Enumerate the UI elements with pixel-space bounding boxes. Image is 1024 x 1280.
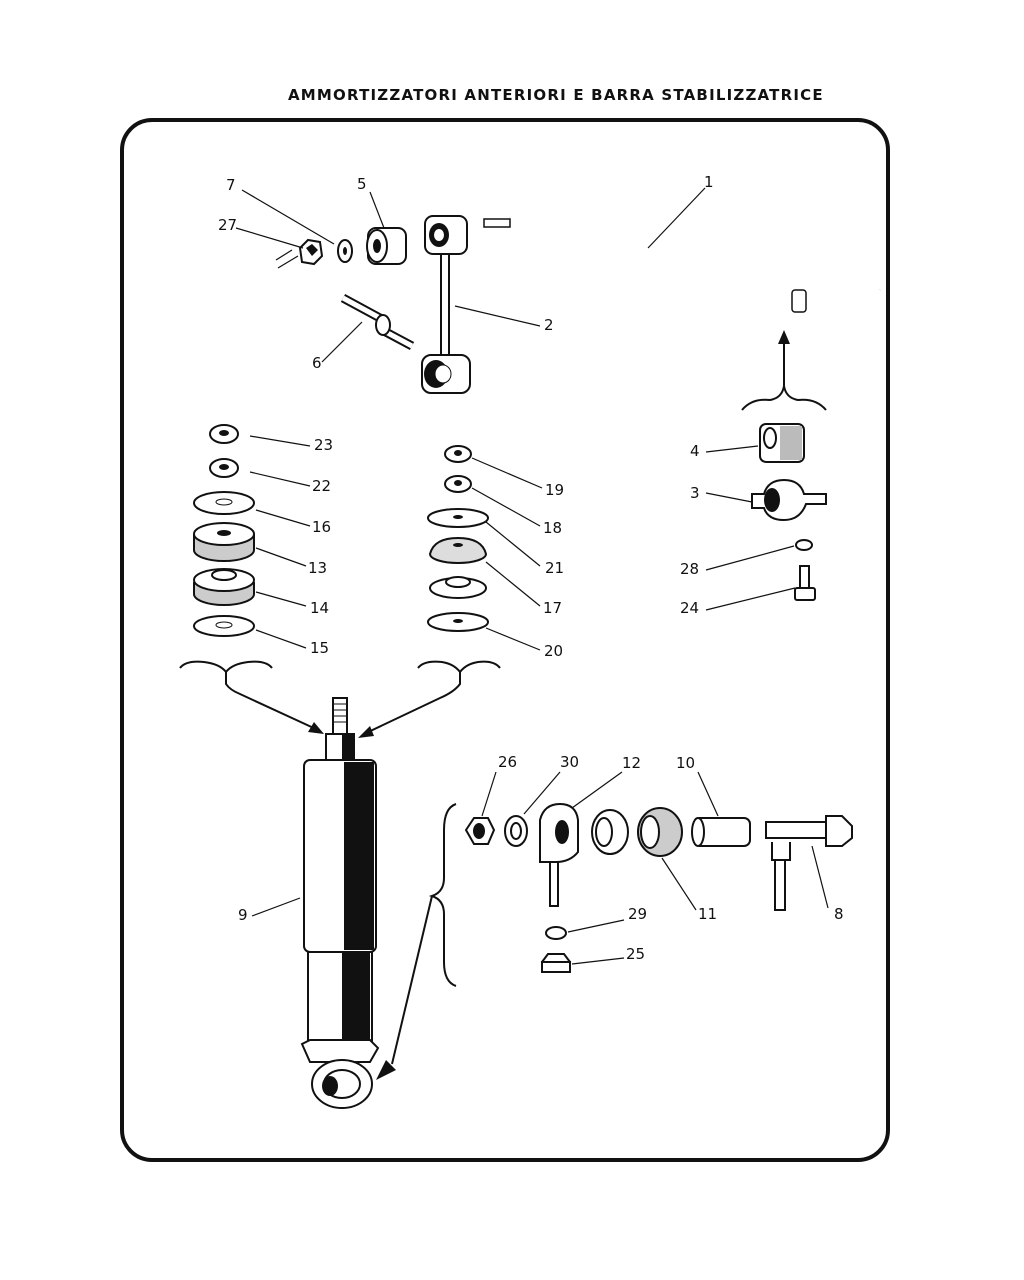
lock-washer-29 [545,926,567,940]
label-27: 27 [218,216,237,234]
lower-mount-leader [391,895,433,1065]
bracket-brace [741,385,827,411]
cotter-pin [275,249,299,269]
page-title: AMMORTIZZATORI ANTERIORI E BARRA STABILI… [288,86,824,104]
leader-lines-lower [481,771,829,965]
label-9: 9 [238,906,248,924]
leader-9 [251,897,301,917]
label-18: 18 [543,519,562,537]
label-28: 28 [680,560,699,578]
label-8: 8 [834,905,844,923]
label-3: 3 [690,484,700,502]
lock-washer-28 [795,539,813,551]
clamp-3 [751,478,827,522]
rubber-bush-pair [591,807,683,857]
label-19: 19 [545,481,564,499]
label-10: 10 [676,754,695,772]
nut-25 [540,953,572,973]
middle-brace [417,660,501,674]
shock-absorber [300,697,380,1109]
middle-mount-stack [427,445,489,632]
part-labels: 1 2 3 4 5 6 7 8 9 10 11 12 13 14 15 16 1… [218,173,844,963]
label-24: 24 [680,599,699,617]
label-21: 21 [545,559,564,577]
nut-26 [464,817,496,845]
left-brace [179,660,273,674]
lock-washer-30 [504,815,528,847]
label-13: 13 [308,559,327,577]
leader-lines-right [705,445,796,611]
label-4: 4 [690,442,700,460]
arrow-up [778,330,790,344]
label-16: 16 [312,518,331,536]
leader-lines-top [235,187,706,363]
label-12: 12 [622,754,641,772]
label-23: 23 [314,436,333,454]
bolt-24 [794,565,816,601]
label-26: 26 [498,753,517,771]
label-30: 30 [560,753,579,771]
lower-mount-brace [428,803,457,987]
link-rod [421,215,471,394]
rubber-bush-4 [759,423,805,463]
label-14: 14 [310,599,329,617]
left-mount-stack [193,424,255,637]
label-22: 22 [312,477,331,495]
castle-nut-27 [298,238,324,266]
label-25: 25 [626,945,645,963]
leader-lines-middle-stack [471,457,543,651]
label-15: 15 [310,639,329,657]
bushing-5 [366,227,407,265]
diagram-frame [120,118,890,1162]
label-20: 20 [544,642,563,660]
label-2: 2 [544,316,554,334]
stabilizer-bar [483,202,881,326]
arrows-to-shock [225,672,461,738]
label-7: 7 [226,176,236,194]
label-1: 1 [704,173,714,191]
leader-lines-left-stack [249,435,311,649]
label-5: 5 [357,175,367,193]
bolt-8 [765,815,853,911]
label-11: 11 [698,905,717,923]
label-17: 17 [543,599,562,617]
stud-6 [340,294,415,350]
label-6: 6 [312,354,322,372]
eye-bracket-12 [539,802,579,907]
sleeve-10 [691,817,751,847]
label-29: 29 [628,905,647,923]
